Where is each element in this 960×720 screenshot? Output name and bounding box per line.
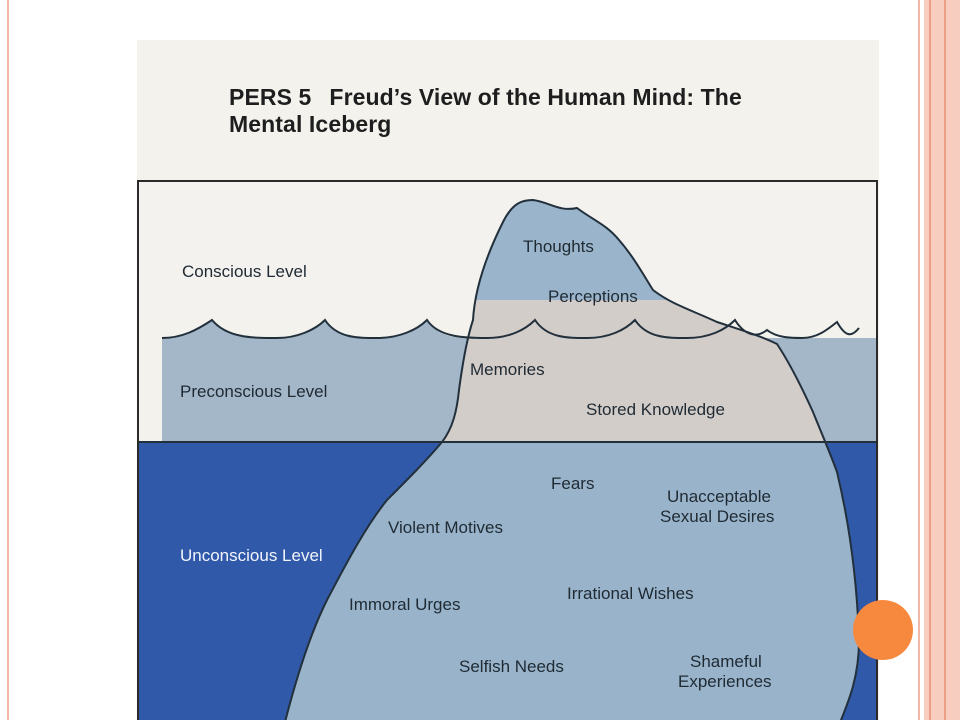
- slide-frame-right-line: [918, 0, 920, 720]
- preconscious-level-label: Preconscious Level: [180, 382, 327, 401]
- slide-frame-band-line: [944, 0, 946, 720]
- content-label: Perceptions: [548, 287, 638, 306]
- figure-title: PERS 5 Freud’s View of the Human Mind: Th…: [229, 84, 742, 138]
- conscious-level-label: Conscious Level: [182, 262, 307, 281]
- content-label: Experiences: [678, 672, 772, 691]
- figure-title-line2: Mental Iceberg: [229, 111, 392, 137]
- content-label: Violent Motives: [388, 518, 503, 537]
- unconscious-level-label: Unconscious Level: [180, 546, 323, 565]
- slide-frame-band-line: [929, 0, 931, 720]
- content-label: Selfish Needs: [459, 657, 564, 676]
- figure-number: PERS 5: [229, 84, 312, 110]
- content-label: Stored Knowledge: [586, 400, 725, 419]
- content-label: Immoral Urges: [349, 595, 460, 614]
- content-label: Thoughts: [523, 237, 594, 256]
- scanned-figure-page: PERS 5 Freud’s View of the Human Mind: Th…: [137, 40, 879, 720]
- slide-frame-left-line: [7, 0, 9, 720]
- content-label: Unacceptable: [667, 487, 771, 506]
- diagram-frame: [137, 180, 878, 720]
- accent-circle: [853, 600, 913, 660]
- waterline: [161, 318, 860, 340]
- content-label: Sexual Desires: [660, 507, 774, 526]
- content-label: Fears: [551, 474, 594, 493]
- content-label: Irrational Wishes: [567, 584, 694, 603]
- figure-title-line1: Freud’s View of the Human Mind: The: [329, 84, 742, 110]
- content-label: Shameful: [690, 652, 762, 671]
- iceberg-diagram: Conscious Level Preconscious Level Uncon…: [137, 180, 878, 720]
- content-label: Memories: [470, 360, 545, 379]
